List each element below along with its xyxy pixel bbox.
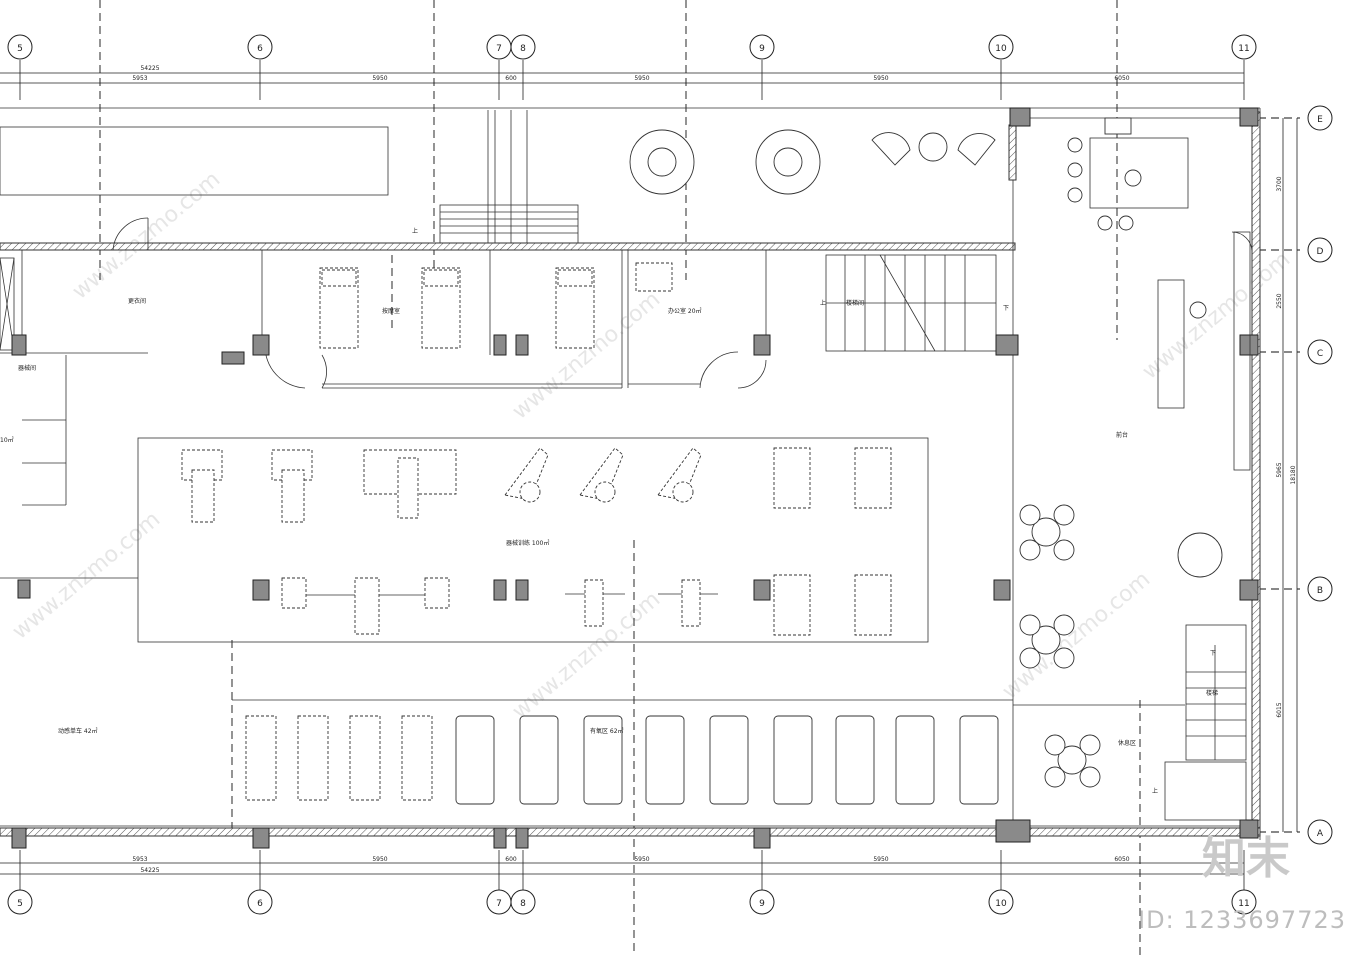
- grid-label: 10: [995, 899, 1007, 909]
- grid-label: 5: [17, 44, 23, 54]
- dim-span: 5950: [873, 75, 888, 82]
- image-id-watermark: ID: 1233697723: [1138, 906, 1346, 934]
- weight-machine: [363, 449, 457, 519]
- dim-span: 5950: [873, 856, 888, 863]
- grid-label: 10: [995, 44, 1007, 54]
- dimensions-top: 54225 5953 5950 600 5950 5950 6050: [0, 65, 1244, 84]
- dim-span: 5953: [132, 75, 147, 82]
- stair-up-mark-2: 上: [820, 299, 826, 307]
- cardio-zone: 有氧区 62㎡: [232, 699, 1013, 805]
- weight-machine: [271, 449, 313, 523]
- lounge-tables: 休息区: [1013, 504, 1223, 788]
- dim-span: 5950: [372, 856, 387, 863]
- watermark-text-6: www.znzmo.com: [998, 567, 1155, 705]
- grid-label: 5: [17, 899, 23, 909]
- room-label-storage: 器械间: [18, 364, 36, 372]
- grid-label: D: [1317, 247, 1324, 257]
- dim-span: 5950: [634, 856, 649, 863]
- top-lounge-furniture: [629, 129, 996, 195]
- dim-span: 5950: [372, 75, 387, 82]
- grid-label: B: [1317, 586, 1323, 596]
- room-label-lounge: 休息区: [1118, 739, 1136, 747]
- dim-span: 6050: [1114, 856, 1129, 863]
- room-label-free-weights: 器械训练 100㎡: [506, 539, 549, 547]
- room-label-stair-hall: 楼梯间: [846, 299, 864, 307]
- grid-bubbles-bottom: 5 6 7 8 9 10 11: [7, 850, 1257, 915]
- room-label-spin: 动感单车 42㎡: [58, 727, 98, 735]
- grid-label: 7: [496, 44, 502, 54]
- dim-span: 5965: [1276, 462, 1283, 477]
- grid-bubbles-top: 5 6 7 8 9 10 11: [7, 34, 1257, 100]
- watermark-layer: www.znzmo.com www.znzmo.com www.znzmo.co…: [8, 167, 1295, 725]
- room-label-stairs-east: 楼梯: [1206, 689, 1218, 697]
- grid-label: E: [1317, 115, 1323, 125]
- dim-total-right: 18180: [1290, 465, 1297, 484]
- weight-machine: [181, 449, 223, 523]
- dim-span: 3700: [1276, 176, 1283, 191]
- stair-down-mark-2: 下: [1003, 305, 1009, 312]
- grid-label: 11: [1238, 44, 1249, 54]
- top-stair: 上: [412, 110, 579, 244]
- weight-machine: [579, 447, 624, 503]
- structural-columns: [11, 107, 1259, 849]
- weight-machine: [657, 447, 702, 503]
- grid-label: 9: [759, 44, 765, 54]
- long-counter: [0, 126, 389, 196]
- grid-label: 6: [257, 44, 263, 54]
- free-weights-zone: 器械训练 100㎡: [137, 437, 929, 643]
- grid-bubbles-right: E D C B A: [1307, 105, 1333, 845]
- dim-total-bottom: 54225: [140, 867, 159, 874]
- dimensions-bottom: 5953 5950 600 5950 5950 6050 54225: [0, 856, 1244, 875]
- dim-span: 6015: [1276, 702, 1283, 717]
- grid-axes: [99, 0, 1300, 956]
- room-label-changing: 更衣间: [128, 297, 146, 305]
- building-walls: [0, 107, 1261, 840]
- dim-span: 6050: [1114, 75, 1129, 82]
- grid-label: 8: [520, 899, 526, 909]
- watermark-text-4: www.znzmo.com: [8, 507, 165, 645]
- watermark-text-5: www.znzmo.com: [1138, 247, 1295, 385]
- massage-room: 按摩室 办公室 20㎡: [261, 250, 767, 389]
- east-stair: 楼梯 下 上: [1152, 624, 1247, 821]
- dim-span: 600: [505, 75, 517, 82]
- stair-down-mark-3: 下: [1210, 650, 1216, 657]
- grid-label: 11: [1238, 899, 1249, 909]
- room-label-massage: 按摩室: [382, 307, 400, 315]
- room-label-lobby: 前台: [1116, 431, 1128, 439]
- grid-label: 9: [759, 899, 765, 909]
- dim-total-top: 54225: [140, 65, 159, 72]
- room-label-left-area: 10㎡: [0, 436, 14, 444]
- dim-span: 600: [505, 856, 517, 863]
- stair-up-mark-3: 上: [1152, 787, 1158, 795]
- left-rooms: 更衣间 器械间 10㎡ 动感单车 42㎡: [0, 250, 148, 735]
- stair-up-mark: 上: [412, 227, 418, 235]
- grid-label: 7: [496, 899, 502, 909]
- watermark-text-1: www.znzmo.com: [68, 167, 225, 305]
- dim-span: 5950: [634, 75, 649, 82]
- central-stair: 楼梯间 上 下: [820, 254, 1009, 352]
- dim-span: 2550: [1276, 293, 1283, 308]
- room-label-office: 办公室 20㎡: [668, 307, 702, 315]
- weight-machine: [504, 447, 549, 503]
- logo-watermark: 知末: [1202, 833, 1290, 884]
- grid-label: A: [1317, 829, 1324, 839]
- room-label-cardio: 有氧区 62㎡: [590, 727, 624, 735]
- grid-label: C: [1317, 349, 1323, 359]
- grid-label: 6: [257, 899, 263, 909]
- dimensions-right: 3700 2550 5965 6015 18180: [1276, 118, 1298, 832]
- lobby: 前台: [1067, 117, 1251, 471]
- dim-span: 5953: [132, 856, 147, 863]
- grid-label: 8: [520, 44, 526, 54]
